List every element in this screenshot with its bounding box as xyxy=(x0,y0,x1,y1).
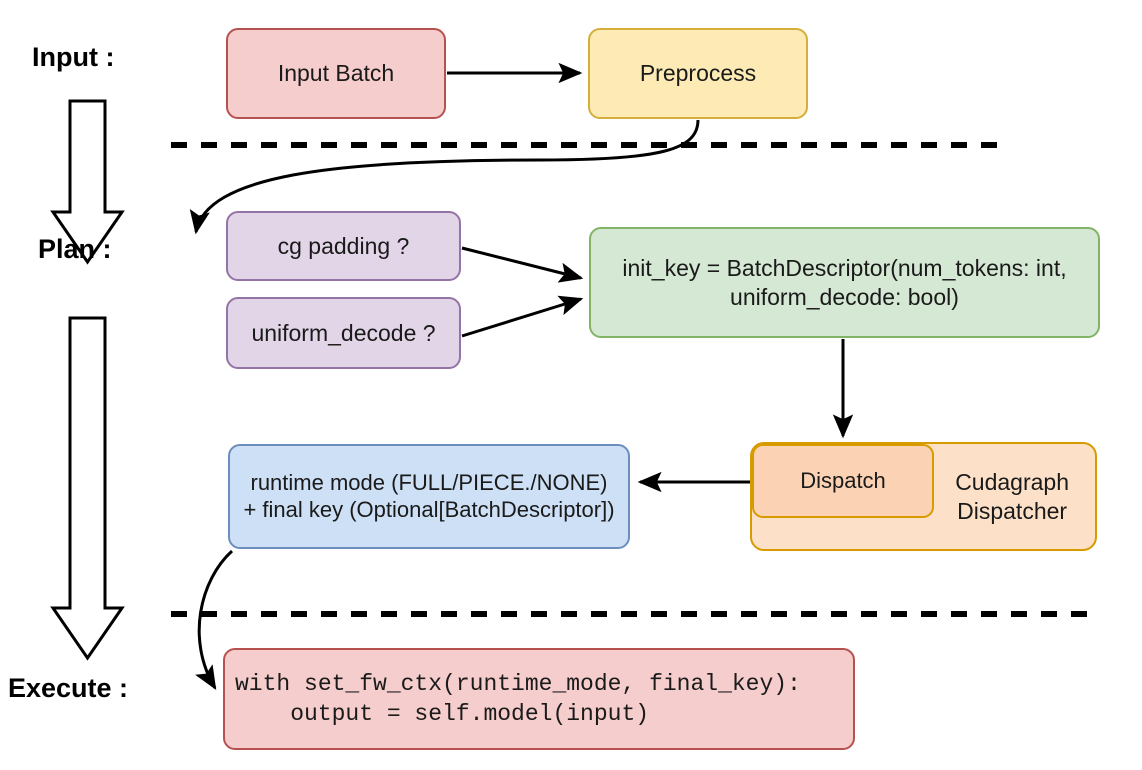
node-uniform-decode-label: uniform_decode ? xyxy=(251,319,436,346)
block-arrow-input-to-plan xyxy=(50,99,125,265)
node-cg-padding-label: cg padding ? xyxy=(277,232,410,259)
node-input-batch-label: Input Batch xyxy=(277,60,395,87)
node-exec-code-text: with set_fw_ctx(runtime_mode, final_key)… xyxy=(235,669,801,730)
node-exec-code-line1: with set_fw_ctx(runtime_mode, final_key)… xyxy=(235,670,801,697)
edge-preprocess-to-cg-padding xyxy=(189,119,700,235)
edge-runtime-mode-to-exec-code xyxy=(195,549,234,691)
node-init-key-line2: uniform_decode: bool) xyxy=(730,283,959,310)
node-cudagraph-dispatcher-line1: Cudagraph xyxy=(955,469,1069,496)
node-cudagraph-dispatcher-line2: Dispatcher xyxy=(957,497,1068,524)
stage-label-plan: Plan : xyxy=(38,234,112,264)
node-init-key[interactable]: init_key = BatchDescriptor(num_tokens: i… xyxy=(589,227,1100,338)
node-preprocess[interactable]: Preprocess xyxy=(588,28,808,119)
node-dispatch[interactable]: Dispatch xyxy=(752,444,934,518)
node-init-key-text: init_key = BatchDescriptor(num_tokens: i… xyxy=(622,254,1066,310)
block-arrow-plan-to-execute xyxy=(50,316,125,661)
node-exec-code[interactable]: with set_fw_ctx(runtime_mode, final_key)… xyxy=(223,648,855,750)
node-runtime-mode-text: runtime mode (FULL/PIECE./NONE) + final … xyxy=(243,470,614,524)
node-dispatch-label: Dispatch xyxy=(800,467,886,493)
node-runtime-mode-line1: runtime mode (FULL/PIECE./NONE) xyxy=(250,469,608,495)
edge-cg-padding-to-init-key xyxy=(461,246,584,283)
node-uniform-decode[interactable]: uniform_decode ? xyxy=(226,297,461,369)
node-input-batch[interactable]: Input Batch xyxy=(226,28,446,119)
stage-label-input: Input : xyxy=(32,42,115,72)
node-cudagraph-dispatcher-text: Cudagraph Dispatcher xyxy=(955,468,1069,524)
node-cg-padding[interactable]: cg padding ? xyxy=(226,211,461,281)
node-runtime-mode[interactable]: runtime mode (FULL/PIECE./NONE) + final … xyxy=(228,444,630,549)
node-init-key-line1: init_key = BatchDescriptor(num_tokens: i… xyxy=(622,255,1067,282)
node-preprocess-label: Preprocess xyxy=(639,60,757,87)
node-exec-code-line2: output = self.model(input) xyxy=(235,701,650,727)
node-runtime-mode-line2: + final key (Optional[BatchDescriptor]) xyxy=(243,496,615,522)
edge-uniform-decode-to-init-key xyxy=(461,295,584,338)
stage-label-execute: Execute : xyxy=(8,673,129,703)
